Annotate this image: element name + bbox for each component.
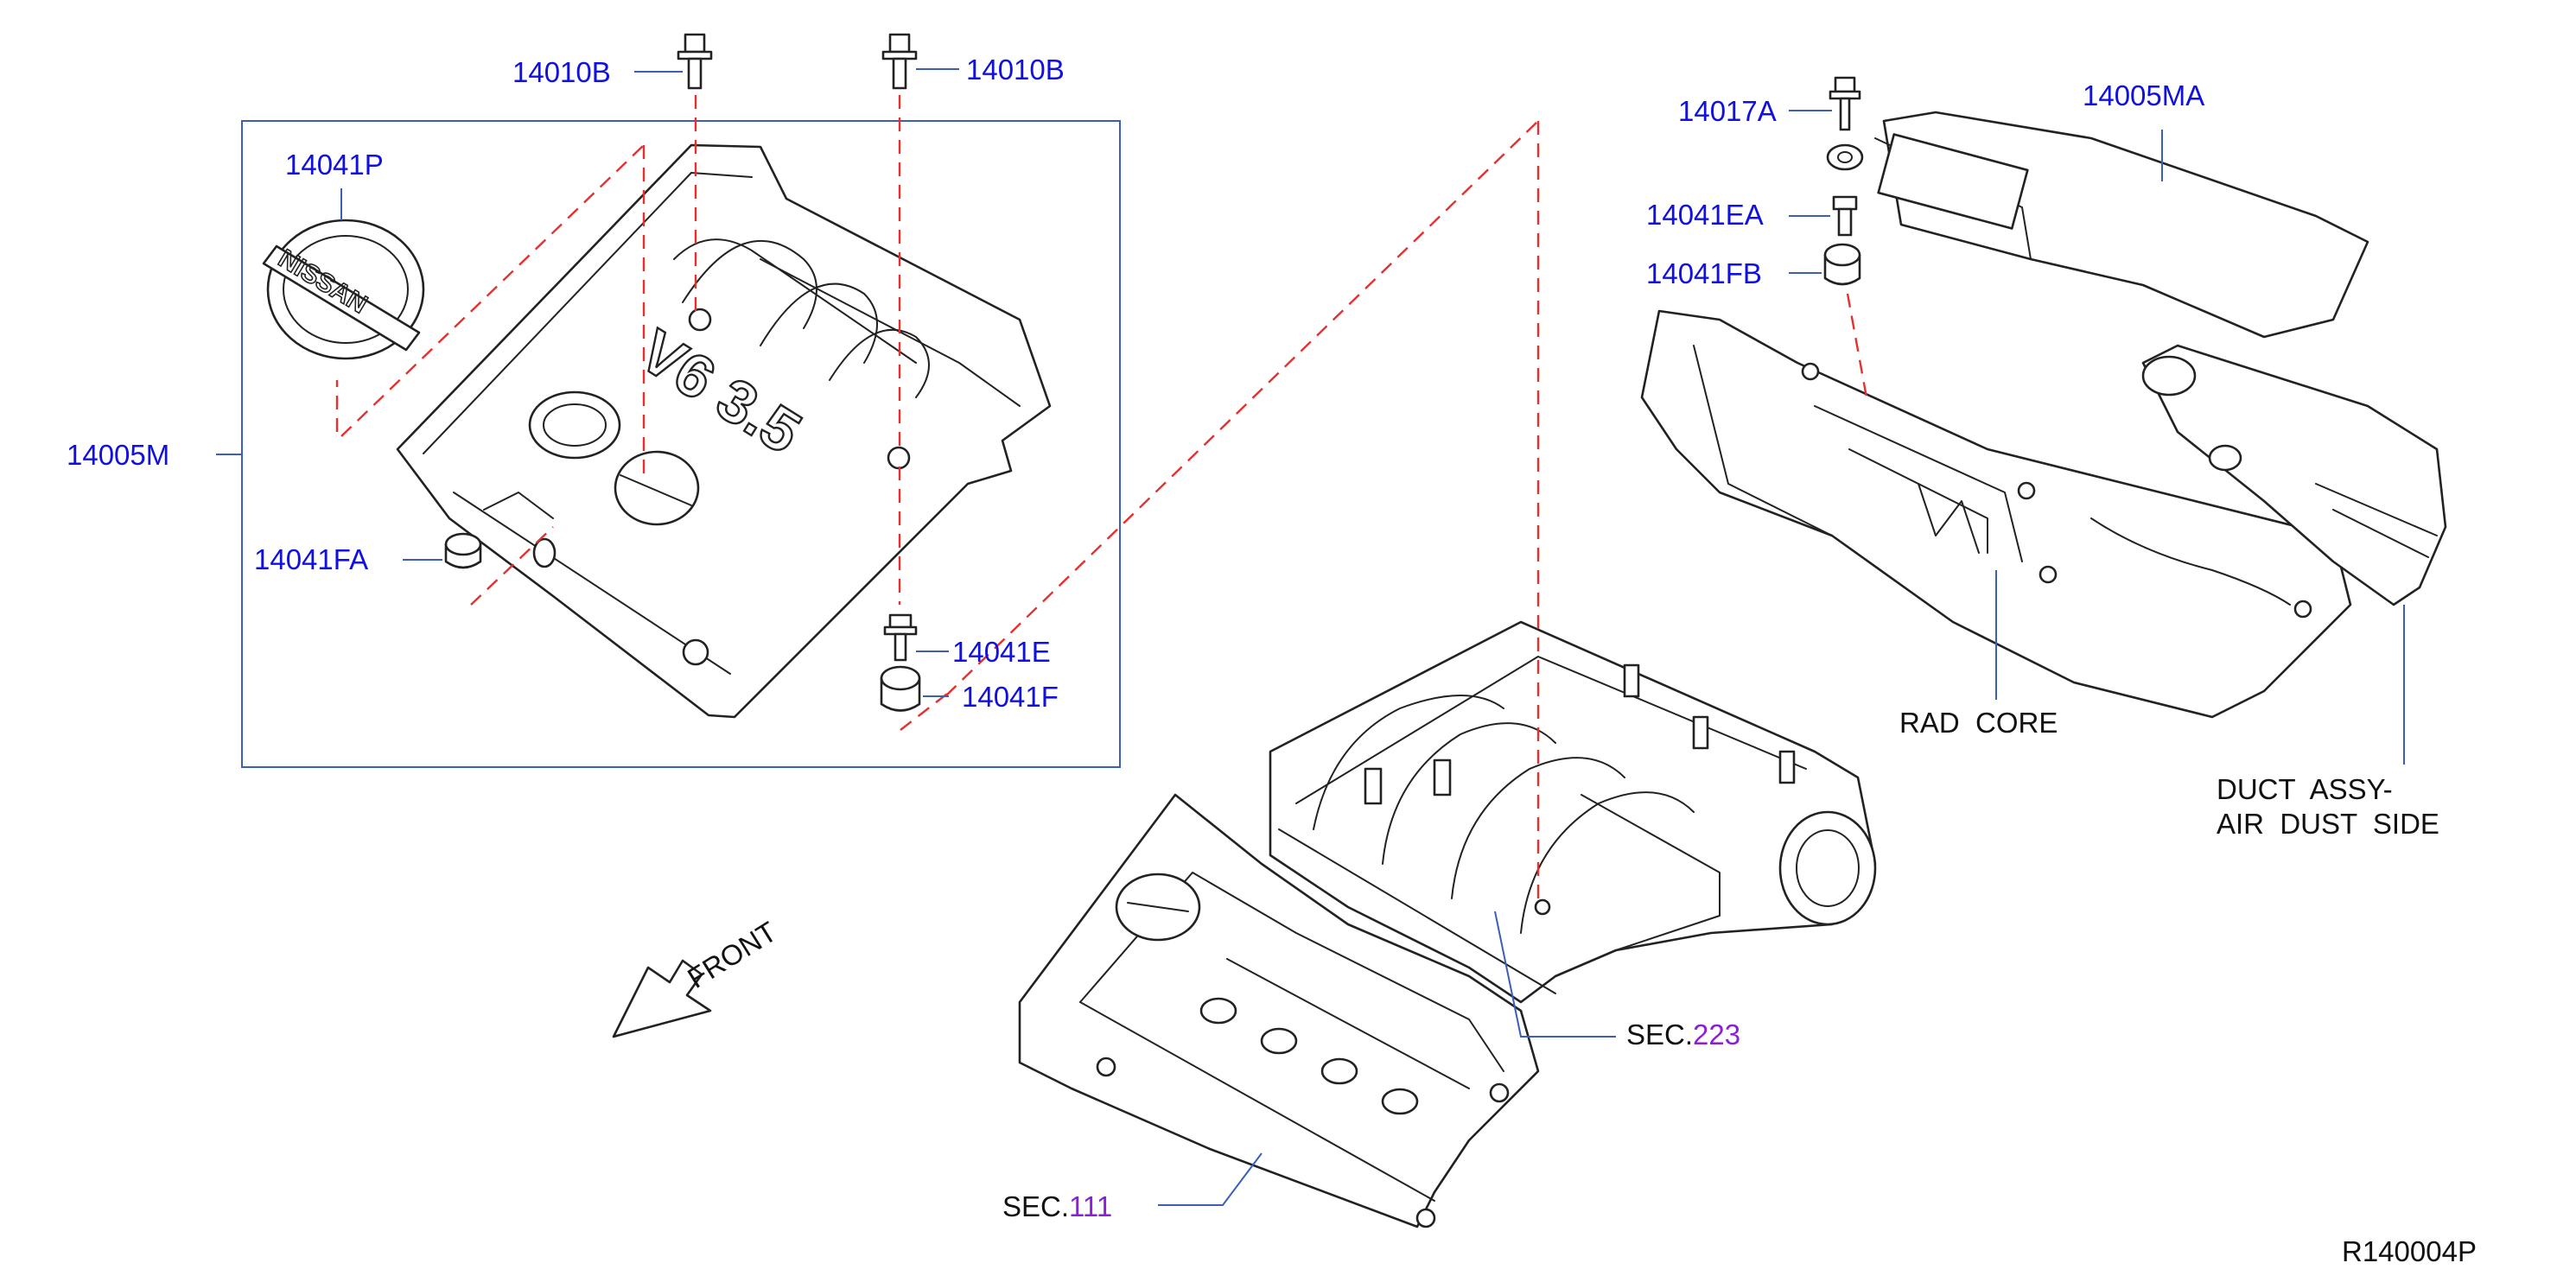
radiator-core-support[interactable]	[1640, 309, 2352, 719]
sec-111-prefix: SEC.	[1002, 1190, 1069, 1222]
valve-cover[interactable]	[1018, 793, 1540, 1228]
cover-group-frame	[241, 120, 1121, 768]
label-14005ma[interactable]: 14005MA	[2083, 79, 2204, 111]
label-14041ea[interactable]: 14041EA	[1646, 199, 1764, 231]
label-14010b-right[interactable]: 14010B	[966, 54, 1065, 86]
front-label: FRONT	[682, 915, 782, 994]
label-14041p[interactable]: 14041P	[285, 149, 384, 181]
label-duct-line2: AIR DUST SIDE	[2217, 808, 2439, 840]
label-14041fb[interactable]: 14041FB	[1646, 257, 1762, 289]
label-14041fa[interactable]: 14041FA	[254, 543, 368, 575]
label-sec-223[interactable]: SEC.223	[1626, 1019, 1740, 1050]
label-duct-line1: DUCT ASSY-	[2217, 773, 2393, 805]
grommet-14041fa[interactable]	[444, 532, 482, 569]
collar-14041ea[interactable]	[1832, 195, 1858, 237]
engine-cover[interactable]: V6 3.5	[396, 143, 1052, 719]
label-14010b-left[interactable]: 14010B	[512, 56, 611, 88]
label-rad-core: RAD CORE	[1899, 707, 2058, 739]
front-arrow: FRONT	[612, 915, 782, 1038]
diagram-id: R140004P	[2342, 1235, 2477, 1267]
bolt-14041e[interactable]	[883, 613, 918, 662]
leader-lines	[340, 68, 2405, 1206]
label-14041e[interactable]: 14041E	[952, 636, 1051, 668]
sec-111-number: 111	[1069, 1190, 1112, 1222]
label-14005m[interactable]: 14005M	[67, 439, 169, 471]
grommet-14041fb[interactable]	[1823, 243, 1861, 286]
bolt-14010b-right[interactable]	[881, 33, 918, 90]
part-labels: 14010B 14010B 14041P 14005M 14041FA 1404…	[67, 54, 2477, 1267]
nissan-emblem[interactable]: NISSAN	[262, 219, 425, 360]
air-duct-side[interactable]	[2141, 344, 2447, 606]
alignment-guides	[335, 95, 1868, 903]
label-14017a[interactable]: 14017A	[1678, 95, 1777, 127]
label-sec-111[interactable]: SEC.111	[1002, 1190, 1112, 1222]
bolt-14010b-left[interactable]	[677, 33, 713, 90]
grommet-14041f[interactable]	[880, 665, 921, 712]
air-duct-cover[interactable]	[1874, 111, 2369, 339]
sec-223-prefix: SEC.	[1626, 1019, 1693, 1050]
label-14041f[interactable]: 14041F	[962, 681, 1059, 713]
bolt-14017a[interactable]	[1829, 76, 1861, 131]
washer-14005ma[interactable]	[1826, 143, 1864, 171]
intake-manifold[interactable]	[1269, 620, 1877, 1004]
sec-223-number: 223	[1693, 1019, 1740, 1050]
